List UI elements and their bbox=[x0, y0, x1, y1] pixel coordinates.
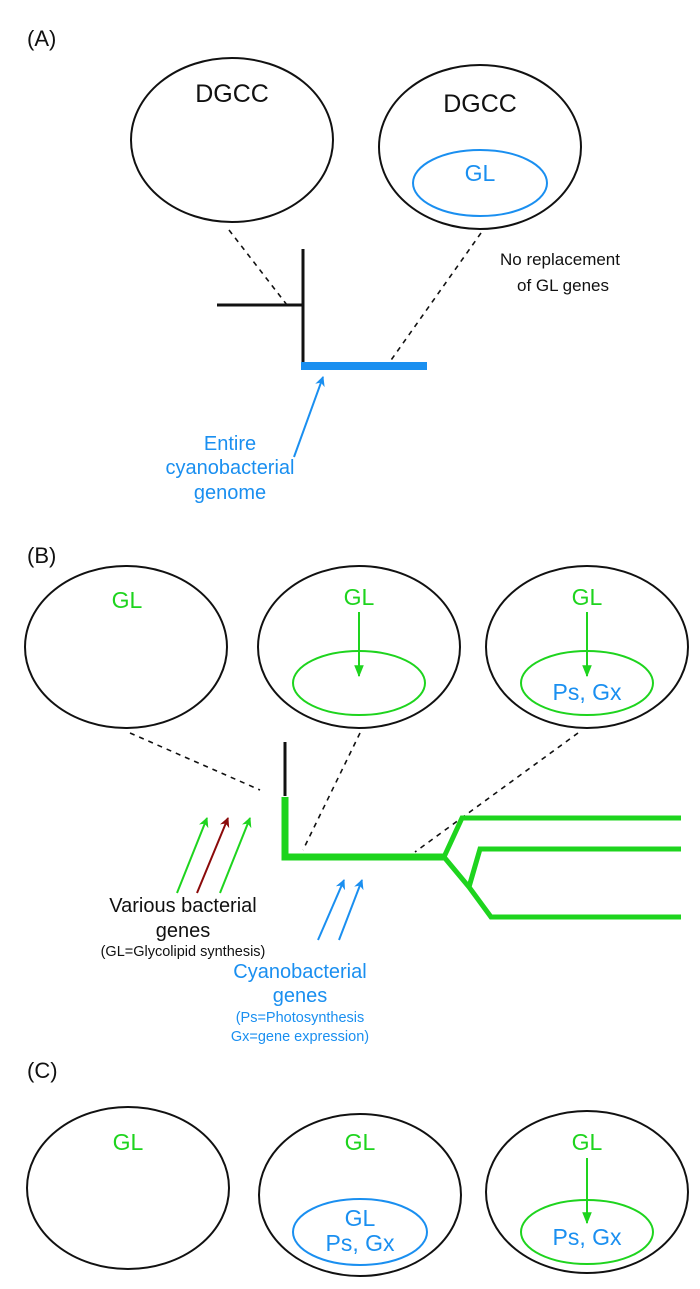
cell-b-2 bbox=[257, 565, 461, 729]
panel-a-label: (A) bbox=[27, 26, 56, 51]
cell-c-2 bbox=[258, 1113, 462, 1277]
arrow-green bbox=[176, 817, 209, 894]
arrow-blue bbox=[317, 879, 346, 941]
cell-dgcc-2-title: DGCC bbox=[443, 90, 517, 118]
arrow-red bbox=[196, 817, 230, 894]
plastid-gl-label: GL bbox=[465, 160, 496, 186]
plastid-genes-label: GL bbox=[345, 1205, 376, 1231]
plastid-genes-label: Ps, Gx bbox=[325, 1230, 395, 1256]
note-line: No replacement bbox=[500, 250, 620, 269]
cell-dgcc-1-title: DGCC bbox=[195, 80, 269, 108]
cell-b-3-title: GL bbox=[572, 584, 603, 610]
dashed-connector bbox=[129, 732, 261, 791]
note-line: of GL genes bbox=[517, 276, 609, 295]
bacterial-genes-note: (GL=Glycolipid synthesis) bbox=[101, 944, 266, 960]
arrow-blue bbox=[338, 879, 364, 941]
cyano-genes-note: Gx=gene expression) bbox=[231, 1029, 369, 1045]
source-label: Entire bbox=[204, 433, 256, 455]
arrow-green bbox=[219, 817, 252, 894]
dashed-connector bbox=[302, 732, 361, 851]
panel-b-label: (B) bbox=[27, 543, 56, 568]
source-label: cyanobacterial bbox=[166, 457, 295, 479]
cell-c-3-title: GL bbox=[572, 1129, 603, 1155]
panel-b: (B) GL GL GL Ps, Gx Various bacterial ge… bbox=[24, 543, 689, 1045]
panel-a: (A) DGCC DGCC GL No replacement of GL ge… bbox=[27, 26, 620, 504]
lineage-branch bbox=[441, 815, 681, 859]
panel-c-label: (C) bbox=[27, 1058, 58, 1083]
plastid-genes-label: Ps, Gx bbox=[552, 679, 622, 705]
lineage-branch bbox=[466, 846, 681, 888]
dashed-connector bbox=[414, 732, 579, 853]
plastid-lineage bbox=[281, 797, 444, 861]
bacterial-genes-label: genes bbox=[156, 920, 211, 942]
plastid bbox=[292, 1198, 428, 1266]
plastid-genes-label: Ps, Gx bbox=[552, 1224, 622, 1250]
cell-dgcc-2 bbox=[378, 64, 582, 230]
lineage-branch bbox=[442, 855, 681, 920]
cyano-genes-label: Cyanobacterial bbox=[233, 961, 366, 983]
cell-c-3 bbox=[485, 1110, 689, 1274]
panel-c: (C) GL GL GL Ps, Gx GL Ps, Gx bbox=[26, 1058, 689, 1277]
cell-b-3 bbox=[485, 565, 689, 729]
cyano-genes-note: (Ps=Photosynthesis bbox=[236, 1010, 365, 1026]
source-label: genome bbox=[194, 482, 266, 504]
cell-b-2-title: GL bbox=[344, 584, 375, 610]
cell-dgcc-1 bbox=[130, 57, 334, 223]
cell-c-2-title: GL bbox=[345, 1129, 376, 1155]
cell-c-1 bbox=[26, 1106, 230, 1270]
arrow-blue bbox=[293, 376, 325, 458]
cyano-genes-label: genes bbox=[273, 985, 328, 1007]
plastid-gl bbox=[412, 149, 548, 217]
dashed-connector bbox=[228, 229, 288, 306]
cell-b-1 bbox=[24, 565, 228, 729]
cell-b-1-title: GL bbox=[112, 587, 143, 613]
cell-c-1-title: GL bbox=[113, 1129, 144, 1155]
dashed-connector bbox=[388, 232, 482, 364]
bacterial-genes-label: Various bacterial bbox=[109, 895, 256, 917]
